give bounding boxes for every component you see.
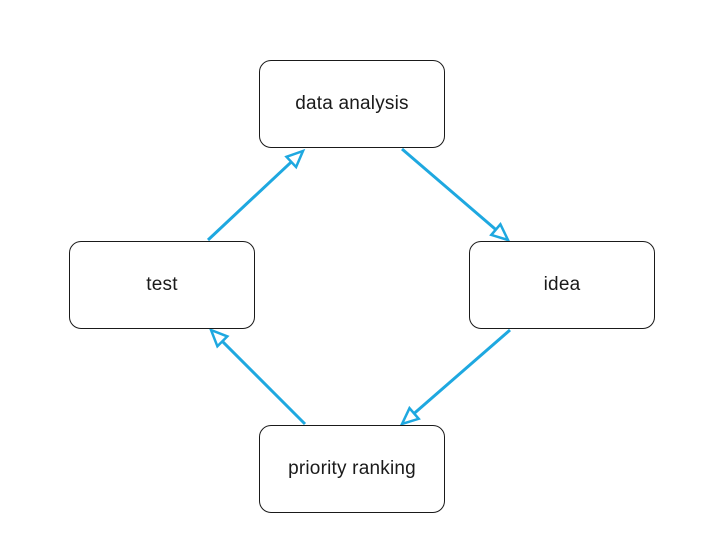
node-idea-label: idea [543,274,581,295]
arrow-shaft [401,147,497,231]
arrow-idea-to-priority-ranking [399,328,511,427]
node-data-analysis-label: data analysis [295,93,409,114]
arrow-shaft [221,340,307,426]
node-idea: idea [469,241,655,329]
arrowhead-icon [399,405,421,427]
node-test: test [69,241,255,329]
arrow-shaft [206,160,293,242]
arrow-priority-ranking-to-test [208,327,307,426]
arrowhead-icon [208,327,230,349]
arrow-test-to-data-analysis [206,148,306,242]
arrowhead-icon [489,222,511,243]
node-data-analysis: data analysis [259,60,445,148]
node-priority-ranking: priority ranking [259,425,445,513]
arrow-data-analysis-to-idea [401,147,511,243]
node-test-label: test [146,274,178,295]
arrow-shaft [413,328,511,415]
node-priority-ranking-label: priority ranking [288,458,416,479]
arrowhead-icon [284,148,306,170]
